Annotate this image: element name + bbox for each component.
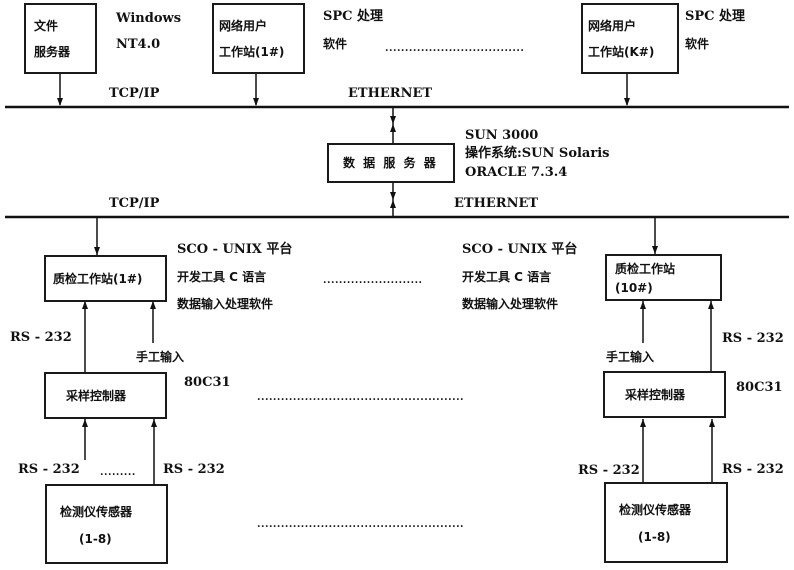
user-ws-k-arrow bbox=[624, 98, 630, 106]
file-server-label-2: 服务器 bbox=[34, 45, 71, 59]
controller-tier-ellipsis: ........................................… bbox=[257, 392, 465, 403]
top-tier-ellipsis: ................................... bbox=[385, 43, 525, 54]
qc-ws-1-label: 质检工作站(1#) bbox=[53, 272, 143, 286]
right-manual-input-arrow bbox=[640, 301, 646, 309]
file-server-box: 文件 服务器 bbox=[24, 3, 97, 74]
left-sensor-arrow-b bbox=[151, 419, 157, 427]
sensor-left-label-2: (1-8) bbox=[79, 532, 112, 546]
sensor-tier-ellipsis: ........................................… bbox=[257, 519, 465, 530]
right-rs232-up-arrow bbox=[708, 301, 714, 309]
platform-left-1: SCO - UNIX 平台 bbox=[177, 242, 293, 257]
db-server-top-arrow-down bbox=[390, 116, 396, 124]
user-ws-1-arrow bbox=[253, 98, 259, 106]
qc-ws-10-label-2: (10#) bbox=[615, 281, 653, 295]
user-ws-k-software-2: 软件 bbox=[685, 37, 710, 51]
file-server-arrow bbox=[57, 98, 63, 106]
db-server-label: 数 据 服 务 器 bbox=[343, 156, 438, 170]
sensor-right-label-2: (1-8) bbox=[638, 530, 671, 544]
sensor-right-box: 检测仪传感器 (1-8) bbox=[604, 482, 728, 563]
left-rs232-up-arrow bbox=[82, 301, 88, 309]
platform-right-1: SCO - UNIX 平台 bbox=[462, 242, 578, 257]
bottom-bus-network: ETHERNET bbox=[454, 196, 539, 211]
top-bus-protocol: TCP/IP bbox=[109, 86, 160, 101]
qc-ws-1-box: 质检工作站(1#) bbox=[44, 255, 167, 302]
left-rs232-label-lower-b: RS - 232 bbox=[163, 462, 225, 477]
controller-right-box: 采样控制器 bbox=[603, 371, 726, 418]
platform-left-2: 开发工具 C 语言 bbox=[177, 270, 267, 284]
qc-ws-1-arrow bbox=[94, 247, 100, 255]
left-mcu-label: 80C31 bbox=[184, 375, 231, 390]
right-rs232-label-lower-a: RS - 232 bbox=[578, 463, 640, 478]
controller-right-label: 采样控制器 bbox=[625, 388, 686, 402]
sensor-left-box: 检测仪传感器 (1-8) bbox=[45, 484, 168, 564]
right-mcu-label: 80C31 bbox=[736, 380, 783, 395]
user-ws-k-box: 网络用户 工作站(K#) bbox=[581, 3, 679, 74]
right-sensor-arrow-a bbox=[640, 419, 646, 427]
sensor-right-label-1: 检测仪传感器 bbox=[619, 503, 692, 517]
db-server-bottom-arrow-down bbox=[390, 192, 396, 200]
qc-ws-10-arrow bbox=[652, 246, 658, 254]
db-server-spec-3: ORACLE 7.3.4 bbox=[465, 165, 568, 180]
file-server-os-1: Windows bbox=[116, 11, 182, 26]
left-sensor-ellipsis: ......... bbox=[100, 467, 136, 478]
file-server-os-2: NT4.0 bbox=[116, 37, 161, 52]
top-bus-network: ETHERNET bbox=[348, 86, 433, 101]
db-server-spec-1: SUN 3000 bbox=[465, 128, 539, 143]
controller-left-box: 采样控制器 bbox=[44, 372, 167, 419]
user-ws-1-box: 网络用户 工作站(1#) bbox=[212, 3, 305, 74]
db-server-bottom-arrow-up bbox=[390, 200, 396, 208]
user-ws-1-software-2: 软件 bbox=[323, 37, 348, 51]
user-ws-1-label-2: 工作站(1#) bbox=[219, 45, 285, 59]
left-rs232-label-upper: RS - 232 bbox=[10, 330, 72, 345]
db-server-box: 数 据 服 务 器 bbox=[327, 143, 455, 183]
qc-tier-ellipsis: ......................... bbox=[323, 275, 423, 286]
controller-left-label: 采样控制器 bbox=[66, 389, 127, 403]
file-server-label-1: 文件 bbox=[34, 19, 59, 33]
left-manual-input-arrow bbox=[150, 301, 156, 309]
bottom-bus-protocol: TCP/IP bbox=[109, 196, 160, 211]
platform-left-3: 数据输入处理软件 bbox=[177, 297, 274, 311]
user-ws-k-label-1: 网络用户 bbox=[588, 19, 637, 33]
right-sensor-arrow-b bbox=[709, 419, 715, 427]
right-rs232-label-lower-b: RS - 232 bbox=[722, 462, 784, 477]
qc-ws-10-box: 质检工作站 (10#) bbox=[605, 254, 722, 301]
platform-right-2: 开发工具 C 语言 bbox=[462, 270, 552, 284]
sensor-left-label-1: 检测仪传感器 bbox=[60, 505, 133, 519]
left-manual-input-label: 手工输入 bbox=[136, 350, 185, 364]
platform-right-3: 数据输入处理软件 bbox=[462, 297, 559, 311]
left-sensor-arrow-a bbox=[82, 419, 88, 427]
user-ws-1-software-1: SPC 处理 bbox=[323, 9, 384, 24]
db-server-spec-2: 操作系统:SUN Solaris bbox=[465, 146, 610, 161]
qc-ws-10-label-1: 质检工作站 bbox=[615, 262, 676, 276]
right-rs232-label-upper: RS - 232 bbox=[722, 331, 784, 346]
user-ws-k-software-1: SPC 处理 bbox=[685, 9, 746, 24]
left-rs232-label-lower-a: RS - 232 bbox=[18, 462, 80, 477]
user-ws-1-label-1: 网络用户 bbox=[219, 19, 268, 33]
user-ws-k-label-2: 工作站(K#) bbox=[588, 45, 655, 59]
db-server-top-arrow-up bbox=[390, 124, 396, 132]
right-manual-input-label: 手工输入 bbox=[606, 350, 655, 364]
